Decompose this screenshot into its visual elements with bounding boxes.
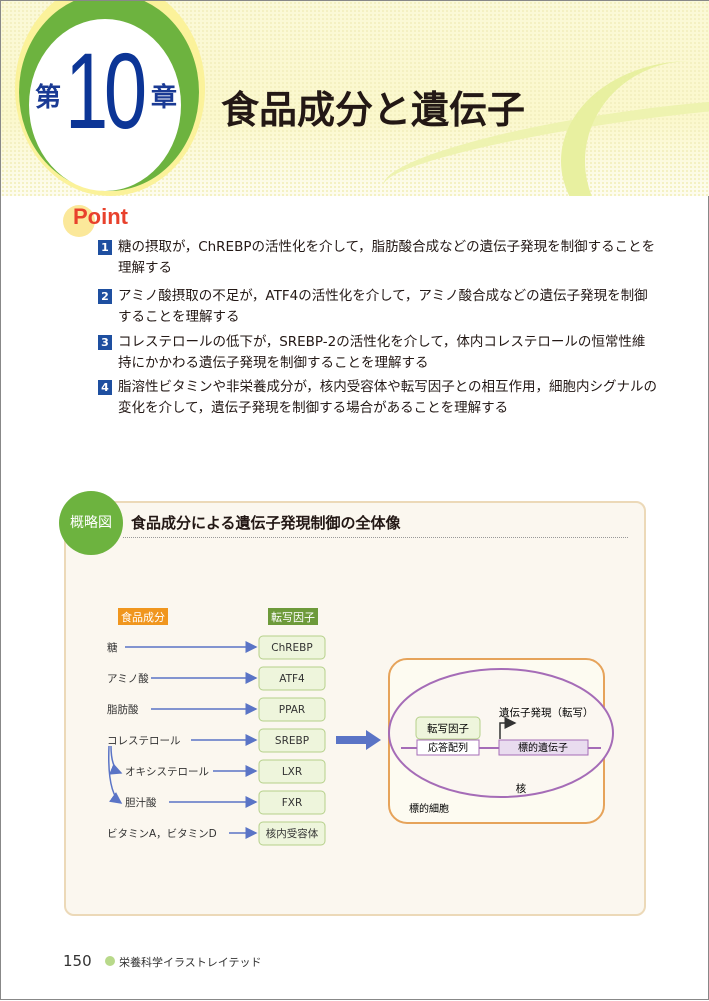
bullet-dot [105,956,115,966]
cell-tf-label: 転写因子 [427,723,469,735]
tf-label: FXR [282,797,303,809]
point-text: コレステロールの低下が，SREBP-2の活性化を介して，体内コレステロールの恒常… [118,334,646,371]
nucleus-label: 核 [516,782,527,795]
branch-arrow [108,745,123,804]
tf-label: ChREBP [271,642,312,654]
point-number: 2 [98,289,112,304]
chapter-title: 食品成分と遺伝子 [221,88,526,132]
food-tf-rows: 糖 ChREBP アミノ酸 ATF4 脂肪酸 PPAR コレステロール SREBP オキシステロ… [107,635,326,846]
chapter-prefix: 第 [35,83,62,113]
tf-column-label: 転写因子 [271,611,315,624]
point-item: 2 アミノ酸摂取の不足が，ATF4の活性化を介して，アミノ酸合成などの遺伝子発現を… [98,286,658,328]
tf-box [258,821,326,846]
dotted-divider [123,537,628,538]
point-number: 4 [98,380,112,395]
food-label: 脂肪酸 [107,703,139,716]
tf-box [258,790,326,815]
target-gene-label: 標的遺伝子 [518,741,568,754]
tf-label: SREBP [275,735,309,747]
overview-title: 食品成分による遺伝子発現制御の全体像 [131,514,401,532]
chapter-header: 第 10 章 食品成分と遺伝子 [1,1,709,196]
point-logo-circle [63,205,95,237]
food-column-label: 食品成分 [121,610,165,624]
cell-label: 標的細胞 [409,802,449,815]
tf-box [258,666,326,691]
tf-column-label-bg [268,608,318,625]
food-label: 胆汁酸 [125,796,157,809]
tf-box [258,728,326,753]
target-gene [498,739,589,756]
point-item: 4 脂溶性ビタミンや非栄養成分が，核内受容体や転写因子との相互作用，細胞内シグナル… [98,377,658,419]
tf-box [258,635,326,660]
response-element [416,739,480,756]
food-label: コレステロール [107,735,181,747]
overview-badge: 概略図 [59,491,123,555]
food-column-label-bg [118,608,168,625]
chapter-suffix: 章 [151,83,178,113]
tf-box [415,716,481,740]
book-title: 栄養科学イラストレイテッド [119,956,262,969]
page-number: 150 [63,952,92,970]
point-heading: Point [73,204,128,229]
point-text: 糖の摂取が，ChREBPの活性化を介して，脂肪酸合成などの遺伝子発現を制御するこ… [118,239,656,276]
point-text: 脂溶性ビタミンや非栄養成分が，核内受容体や転写因子との相互作用，細胞内シグナルの… [118,379,658,416]
chapter-badge-inner [29,19,181,191]
point-number: 3 [98,335,112,350]
tf-label: ATF4 [279,673,305,685]
big-arrow [336,730,381,750]
point-number: 1 [98,240,112,255]
tf-box [258,759,326,784]
branch-arrow [109,745,123,775]
point-item: 3 コレステロールの低下が，SREBP-2の活性化を介して，体内コレステロールの恒… [98,332,658,374]
tf-box [258,697,326,722]
expression-label: 遺伝子発現（転写） [499,706,594,719]
point-item: 1 糖の摂取が，ChREBPの活性化を介して，脂肪酸合成などの遺伝子発現を制御する… [98,237,658,279]
food-label: アミノ酸 [107,672,149,685]
response-element-label: 応答配列 [428,741,468,754]
tf-label: LXR [282,766,302,778]
point-text: アミノ酸摂取の不足が，ATF4の活性化を介して，アミノ酸合成などの遺伝子発現を制… [118,288,648,325]
food-label: オキシステロール [125,766,209,778]
food-label: 糖 [107,641,118,654]
food-label: ビタミンA，ビタミンD [107,828,217,840]
tf-label: 核内受容体 [266,827,319,840]
tf-label: PPAR [279,704,305,716]
transcription-arrow [499,717,517,739]
nucleus [388,668,614,798]
